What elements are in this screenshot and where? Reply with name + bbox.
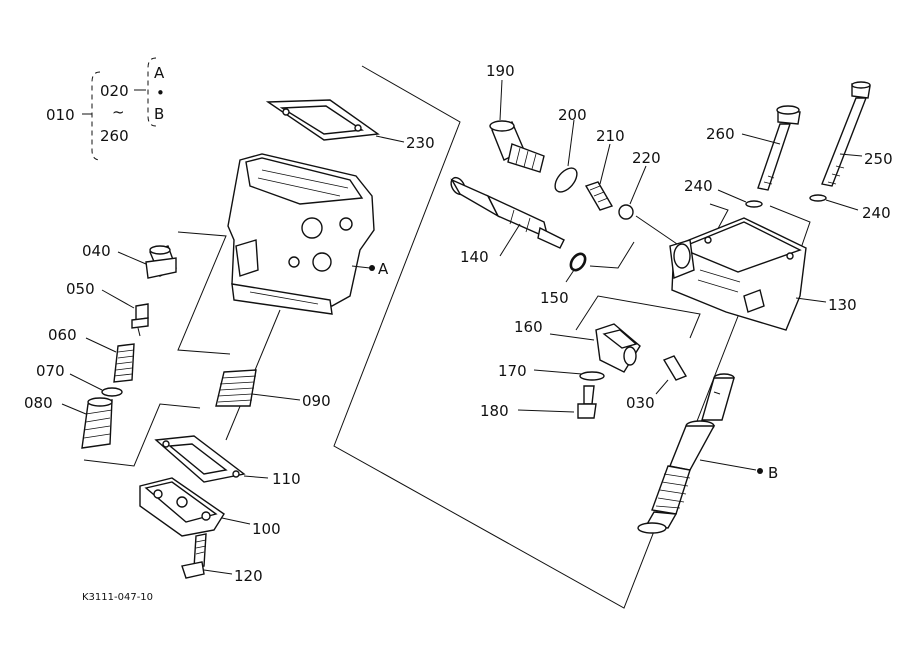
part-130-body [669, 217, 807, 331]
part-220-ball [618, 204, 634, 220]
label-200: 200 [558, 106, 587, 124]
marker-b-dot [757, 468, 763, 474]
legend-first: 020 [100, 82, 129, 100]
part-150-oring [569, 252, 587, 272]
label-080: 080 [24, 394, 53, 412]
label-240-b: 240 [862, 204, 891, 222]
part-090-spring [215, 369, 257, 407]
label-070: 070 [36, 362, 65, 380]
part-shaft-b [637, 373, 735, 534]
frame-160 [575, 295, 701, 339]
legend-start: 010 [46, 106, 75, 124]
part-140-shaft [450, 176, 565, 249]
legend-last: 260 [100, 127, 129, 145]
part-200-washer [554, 167, 578, 193]
label-190: 190 [486, 62, 515, 80]
part-160-block [595, 323, 641, 373]
part-180-bolt [577, 385, 597, 419]
part-240-washer-b [809, 194, 827, 202]
label-230: 230 [406, 134, 435, 152]
legend-dot: • [156, 84, 165, 102]
part-060-spring [113, 343, 135, 383]
label-050: 050 [66, 280, 95, 298]
part-210-spring [584, 181, 614, 211]
label-250: 250 [864, 150, 893, 168]
part-050 [131, 303, 149, 337]
label-030: 030 [626, 394, 655, 412]
label-110: 110 [272, 470, 301, 488]
label-120: 120 [234, 567, 263, 585]
part-190-plug [489, 120, 545, 173]
legend-brace-right [147, 57, 157, 127]
marker-b: B [768, 464, 778, 482]
label-150: 150 [540, 289, 569, 307]
label-140: 140 [460, 248, 489, 266]
label-180: 180 [480, 402, 509, 420]
label-100: 100 [252, 520, 281, 538]
label-210: 210 [596, 127, 625, 145]
part-120-bolt [181, 533, 207, 579]
label-170: 170 [498, 362, 527, 380]
label-090: 090 [302, 392, 331, 410]
part-110-gasket [154, 435, 246, 483]
legend-brace-left [91, 71, 101, 161]
part-170-washer [579, 371, 605, 381]
part-230-gasket [265, 99, 405, 143]
part-030-pin [662, 355, 688, 381]
legend-tilde: ~ [112, 103, 125, 121]
label-260: 260 [706, 125, 735, 143]
label-040: 040 [82, 242, 111, 260]
label-240-a: 240 [684, 177, 713, 195]
part-250-bolt [821, 81, 871, 187]
frame-150 [589, 241, 635, 269]
part-070-washer [101, 387, 123, 397]
marker-a: A [378, 260, 389, 278]
part-240-washer-a [745, 200, 763, 208]
part-260-bolt [757, 105, 801, 191]
label-130: 130 [828, 296, 857, 314]
drawing-code: K3111-047-10 [82, 592, 153, 603]
sub-frame-upper [177, 231, 231, 355]
part-housing-a [227, 153, 375, 315]
assembly-outline [333, 65, 743, 609]
legend-group-b: B [154, 105, 164, 123]
part-080-sleeve [81, 397, 113, 449]
label-060: 060 [48, 326, 77, 344]
part-100-cover [139, 477, 225, 537]
part-040 [145, 245, 177, 279]
centerline-220 [635, 215, 681, 247]
label-220: 220 [632, 149, 661, 167]
sub-frame-lower [83, 403, 201, 467]
legend-group-a: A [154, 64, 165, 82]
legend: 010 020 ~ 260 A • B [46, 57, 165, 161]
label-160: 160 [514, 318, 543, 336]
